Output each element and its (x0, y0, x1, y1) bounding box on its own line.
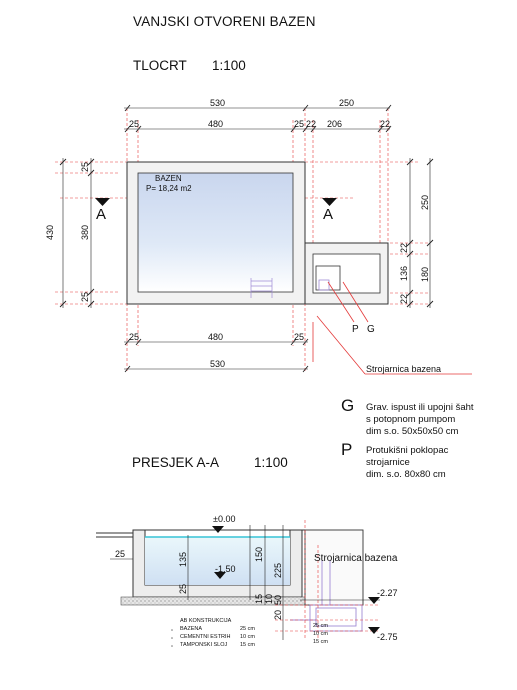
layer-thk-2: 25 cm (240, 626, 255, 632)
dim-right-180: 180 (420, 267, 430, 282)
layer-name-1: AB KONSTRUKCIJA (180, 618, 232, 624)
level-room-2: -2.75 (377, 632, 398, 642)
dim-bottom-530: 530 (210, 359, 225, 369)
leader-lines (312, 281, 472, 375)
section-level-markers (212, 526, 380, 634)
marker-g: G (367, 324, 375, 335)
section-cut-left (95, 198, 110, 206)
section-layers (120, 596, 317, 606)
dim-left-380: 380 (80, 225, 90, 240)
dim-top-206: 206 (327, 119, 342, 129)
legend-letter-p: P (341, 440, 353, 459)
section-dim-135: 135 (178, 552, 188, 567)
drawing-title: VANJSKI OTVORENI BAZEN (133, 14, 316, 29)
pool-label: BAZEN (155, 174, 182, 183)
section-dim-10: 10 (264, 594, 274, 604)
plan-heading: TLOCRT (133, 58, 187, 73)
section-dim-20: 20 (273, 610, 283, 620)
engine-room-pump (318, 279, 330, 291)
dim-right-22a: 22 (399, 243, 409, 253)
dim-top-25b: 25 (294, 119, 304, 129)
level-water: -1.50 (215, 564, 236, 574)
dim-top-480: 480 (208, 119, 223, 129)
dim-top-22a: 22 (306, 119, 316, 129)
legend-text-p: Protukišni poklopac strojarnice dim. s.o… (366, 445, 449, 480)
pool-ladder (250, 278, 273, 298)
dim-top-530: 530 (210, 98, 225, 108)
dim-top-250: 250 (339, 98, 354, 108)
dim-bottom-25a: 25 (129, 332, 139, 342)
dim-right-22b: 22 (399, 294, 409, 304)
dim-bottom-480: 480 (208, 332, 223, 342)
legend-letter-g: G (341, 396, 355, 415)
dim-bottom-25b: 25 (294, 332, 304, 342)
pool-water (137, 172, 294, 293)
room-label: Strojarnica bazena (366, 364, 441, 374)
section-dim-25-bottom: 25 (178, 584, 188, 594)
layer-name-3: CEMENTNI ESTRIH (180, 634, 230, 640)
section-dim-225: 225 (273, 563, 283, 578)
layer-thk-4: 15 cm (240, 642, 255, 648)
section-room-label: Strojarnica bazena (314, 553, 398, 564)
dim-top-22b: 22 (380, 119, 390, 129)
dim-right-250: 250 (420, 195, 430, 210)
section-engine-room (290, 529, 364, 632)
dim-left-25b: 25 (80, 292, 90, 302)
dim-left-25a: 25 (80, 162, 90, 172)
section-dimension-lines (110, 525, 380, 640)
section-dim-50: 50 (273, 595, 283, 605)
pool-area: P= 18,24 m2 (146, 184, 192, 193)
dim-top-25a: 25 (129, 119, 139, 129)
section-dim-25-left: 25 (115, 549, 125, 559)
plan-dimension-ticks (59, 104, 434, 373)
section-scale: 1:100 (254, 455, 288, 470)
layer-name-2: BAZENA (180, 626, 202, 632)
level-room-1: -2.27 (377, 588, 398, 598)
section-ground (96, 529, 305, 538)
layer-thk-3: 10 cm (240, 634, 255, 640)
layer-thk-right-1: 25 cm (313, 623, 328, 629)
layer-bullets (171, 629, 173, 647)
section-red-lines (275, 520, 380, 640)
layer-thk-right-2: 10 cm (313, 631, 328, 637)
layer-name-4: TAMPONSKI SLOJ (180, 642, 228, 648)
legend-text-g: Grav. ispust ili upojni šaht s potopnom … (366, 402, 474, 437)
plan-scale: 1:100 (212, 58, 246, 73)
layer-thk-right-3: 15 cm (313, 639, 328, 645)
plan-dimension-lines (62, 107, 431, 370)
section-cut-right (322, 198, 337, 206)
section-mark-right: A (323, 206, 333, 223)
dim-right-136: 136 (399, 266, 409, 281)
dim-left-430: 430 (45, 225, 55, 240)
marker-p: P (352, 324, 359, 335)
level-top: ±0.00 (213, 514, 235, 524)
section-water (145, 537, 290, 585)
engine-room-inner (312, 253, 381, 294)
section-mark-left: A (96, 206, 106, 223)
section-dim-150: 150 (254, 547, 264, 562)
section-dim-15: 15 (254, 594, 264, 604)
section-heading: PRESJEK A-A (132, 455, 220, 470)
